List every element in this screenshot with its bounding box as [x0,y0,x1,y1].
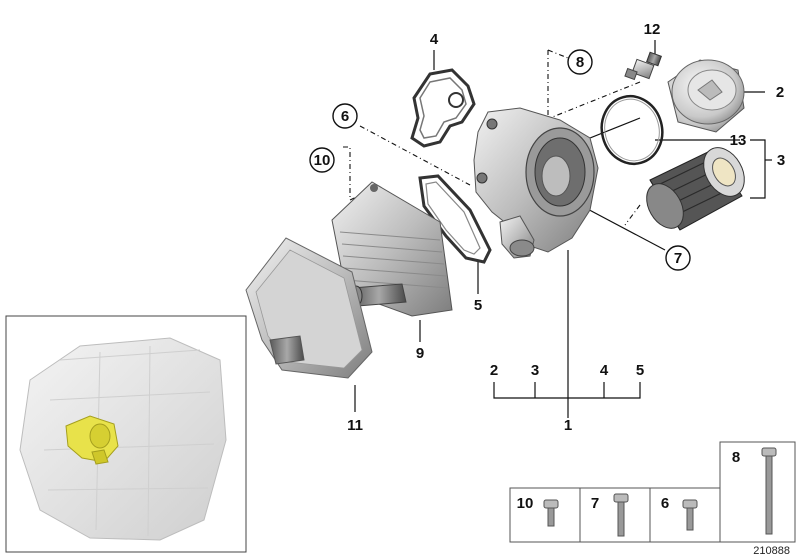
callout-labels: 1 2 3 4 5 6 7 8 9 10 11 12 13 2 3 4 5 10… [314,21,790,557]
callout-8: 8 [576,54,584,71]
o-ring-part-13 [600,95,664,165]
sensor-part-12 [624,51,662,81]
oil-cooler-part-9 [331,181,453,317]
callout-4: 4 [430,31,439,48]
fastener-label-8: 8 [732,449,740,466]
gasket-part-4 [410,68,476,148]
assembly-label-3: 3 [531,362,539,379]
callout-7: 7 [674,250,682,267]
highlighted-housing [65,415,119,465]
engine-locator-inset [5,315,247,553]
callout-circles [309,49,691,271]
callout-1: 1 [564,417,572,434]
callout-12: 12 [644,21,661,38]
fastener-label-10: 10 [517,495,534,512]
assembly-label-4: 4 [600,362,609,379]
callout-13: 13 [730,132,747,149]
bolt-6-icon [682,499,698,531]
filter-cap-part-2 [667,59,745,133]
fastener-label-6: 6 [661,495,669,512]
leader-12-axis [494,81,641,141]
bolt-7-icon [613,493,629,537]
bracket-3 [750,139,766,199]
callout-11: 11 [347,417,363,434]
callout-6: 6 [341,108,349,125]
assembly-bracket [493,382,641,399]
callout-10: 10 [314,152,331,169]
cooler-cover-part-11 [245,237,373,379]
callout-3: 3 [777,152,785,169]
assembly-label-2: 2 [490,362,498,379]
leader-7 [579,204,666,251]
reference-number: 210888 [753,545,790,557]
leader-6 [359,125,471,186]
callout-2: 2 [776,84,784,101]
oil-filter-housing-part-1 [473,107,599,259]
fastener-table [509,441,796,543]
fastener-label-7: 7 [591,495,599,512]
bolt-8-icon [761,447,777,535]
callout-5: 5 [474,297,482,314]
bolt-10-icon [543,499,559,527]
leader-lines [343,40,772,418]
assembly-label-5: 5 [636,362,644,379]
callout-9: 9 [416,345,424,362]
seal-part-5 [418,174,492,264]
engine-outline [19,337,227,541]
filter-element-part-3 [646,147,745,231]
